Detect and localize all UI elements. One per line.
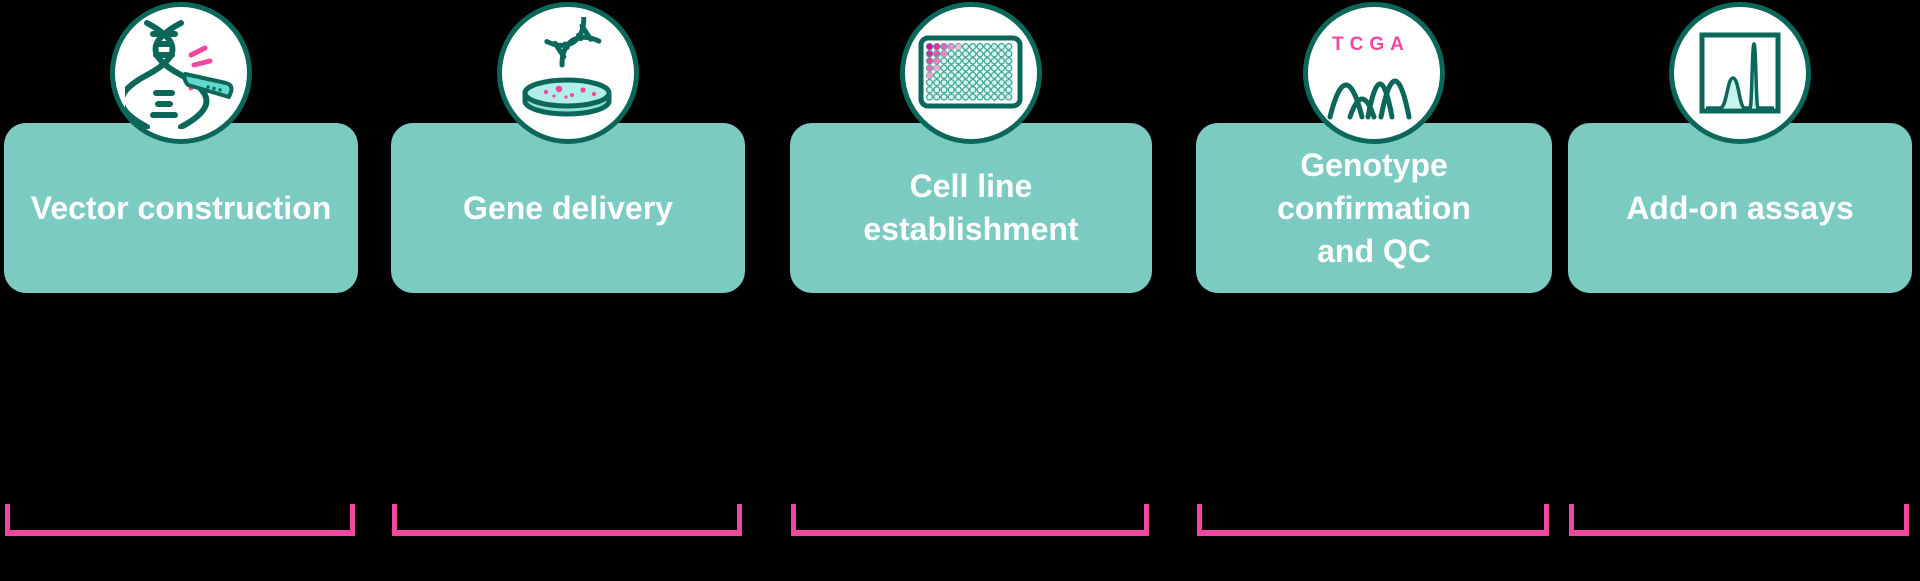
stage-cell-line-establishment: Cell line establishment — [790, 0, 1152, 581]
stage-card: Vector construction — [4, 123, 358, 293]
tcga-label: TCGA — [1332, 34, 1410, 55]
dna-petri-dish-icon — [522, 17, 612, 117]
dna-scalpel-icon — [125, 20, 234, 129]
stage-genotype-confirmation-qc: Genotype confirmation and QC TCGA — [1196, 0, 1552, 581]
stage-card-label: Gene delivery — [463, 187, 673, 230]
stage-icon-badge — [1669, 2, 1811, 144]
stage-bracket — [5, 504, 355, 536]
stage-icon-badge — [900, 2, 1042, 144]
card-label-line: Genotype — [1300, 146, 1448, 183]
card-label-line: and QC — [1317, 232, 1431, 269]
card-label-line: Vector construction — [30, 189, 332, 226]
stage-card: Gene delivery — [391, 123, 745, 293]
stage-bracket — [1197, 504, 1549, 536]
stage-card-label: Vector construction — [31, 187, 332, 230]
stage-card: Cell line establishment — [790, 123, 1152, 293]
stage-gene-delivery: Gene delivery — [391, 0, 745, 581]
chromatogram-peaks-icon — [1699, 32, 1781, 114]
stage-card-label: Cell line establishment — [863, 165, 1078, 251]
card-label-line: Gene delivery — [463, 189, 673, 226]
stage-icon-badge: TCGA — [1303, 2, 1445, 144]
stage-vector-construction: Vector construction — [4, 0, 358, 581]
card-label-line: Cell line — [909, 168, 1033, 204]
card-label-line: confirmation — [1277, 189, 1471, 226]
stage-bracket — [392, 504, 742, 536]
stage-bracket — [1569, 504, 1909, 536]
card-label-line: Add-on assays — [1626, 189, 1854, 226]
stage-bracket — [791, 504, 1149, 536]
card-label-line: establishment — [863, 211, 1079, 247]
stage-icon-badge — [497, 2, 639, 144]
stage-card: Genotype confirmation and QC — [1196, 123, 1552, 293]
stage-card-label: Add-on assays — [1626, 187, 1854, 230]
96-well-plate-icon — [918, 35, 1023, 109]
stage-icon-badge — [110, 2, 252, 144]
stage-card: Add-on assays — [1568, 123, 1912, 293]
stage-card-label: Genotype confirmation and QC — [1277, 144, 1471, 273]
stage-add-on-assays: Add-on assays — [1568, 0, 1912, 581]
sequencing-trace-icon: TCGA — [1327, 34, 1412, 120]
